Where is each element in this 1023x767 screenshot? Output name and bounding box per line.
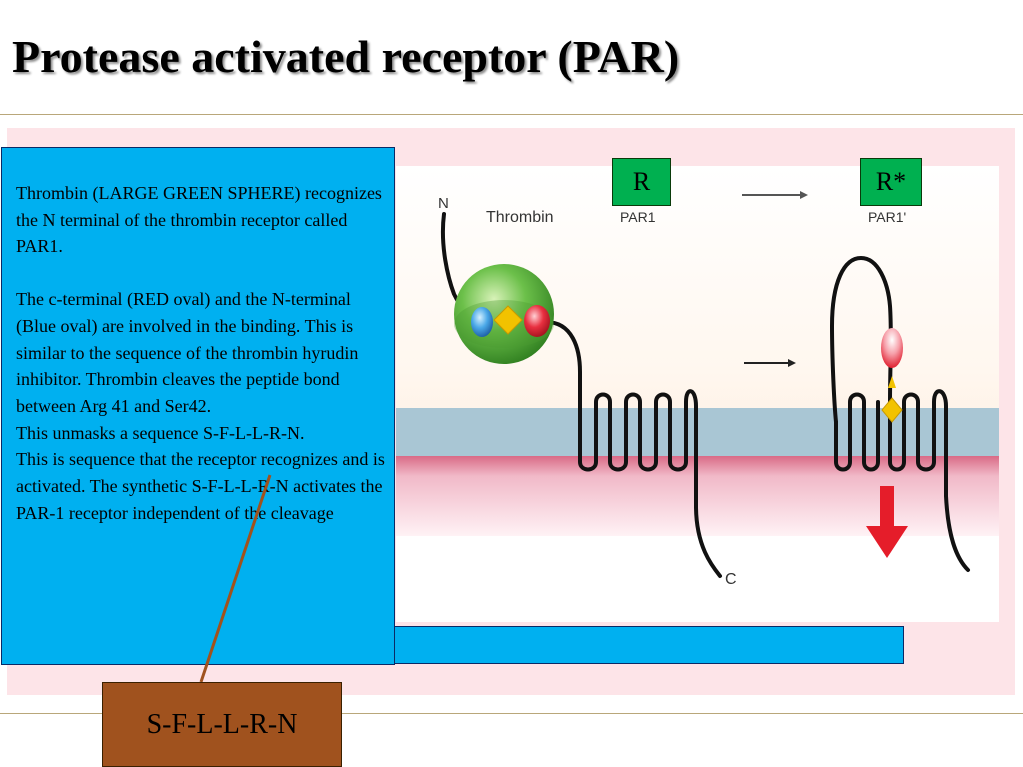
transition-arrowhead-mid: [788, 359, 796, 367]
tethered-ligand-link: [888, 376, 896, 388]
par1-diagram-svg: N Thrombin PAR1 PAR1' C: [396, 166, 999, 622]
sequence-callout: S-F-L-L-R-N: [102, 682, 342, 767]
state-r-star-label: R*: [860, 158, 922, 206]
par1-transmembrane-helices: [578, 389, 722, 578]
explanation-paragraph-4: This is sequence that the receptor recog…: [16, 449, 385, 523]
explanation-paragraph-2: The c-terminal (RED oval) and the N-term…: [16, 289, 359, 416]
par1-activation-figure: N Thrombin PAR1 PAR1' C: [396, 166, 999, 622]
tethered-ligand-red-oval: [881, 328, 903, 368]
explanation-paragraph-1: Thrombin (LARGE GREEN SPHERE) recognizes…: [16, 183, 382, 257]
n-terminal-blue-oval: [471, 307, 493, 337]
state-r-label: R: [612, 158, 671, 206]
slide-title: Protease activated receptor (PAR): [12, 31, 680, 82]
c-terminal-red-oval: [524, 305, 550, 337]
explanation-paragraph-3: This unmasks a sequence S-F-L-L-R-N.: [16, 422, 305, 443]
transition-arrowhead-top: [800, 191, 808, 199]
thrombin-label: Thrombin: [486, 209, 554, 226]
signal-arrowhead: [866, 526, 908, 558]
explanation-box: Thrombin (LARGE GREEN SPHERE) recognizes…: [1, 147, 395, 665]
caption-strip: [394, 626, 904, 664]
top-divider: [0, 114, 1023, 115]
bottom-divider: [0, 713, 1023, 714]
intracellular-background: [396, 536, 999, 622]
par1-active-label: PAR1': [868, 209, 906, 225]
cleavage-site-diamond: [493, 305, 523, 335]
par1-label: PAR1: [620, 209, 656, 225]
par1-active-chain: [829, 255, 970, 572]
signal-arrow-shaft: [880, 486, 894, 528]
c-terminus-label: C: [725, 571, 737, 588]
tethered-ligand-diamond: [881, 397, 903, 423]
par1-active-helices: [834, 392, 880, 472]
n-terminus-label: N: [438, 195, 449, 212]
